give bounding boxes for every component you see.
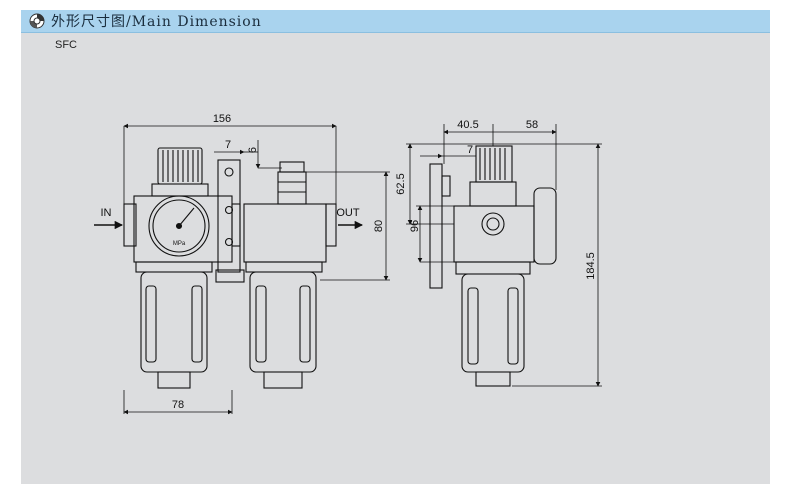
dim-80: 80	[373, 220, 385, 232]
model-label: SFC	[55, 39, 77, 51]
dimension-drawing: 156 78 7 6 80 40.5 58 7 62.5 96 184.5 IN…	[94, 113, 602, 415]
gauge-unit-label: MPa	[173, 241, 186, 247]
inlet-label: IN	[101, 207, 112, 219]
dim-7: 7	[225, 139, 231, 151]
side-view	[429, 145, 557, 387]
content-panel: 外形尺寸图/Main Dimension SFC	[21, 10, 770, 484]
dim-58: 58	[526, 119, 538, 131]
section-header: 外形尺寸图/Main Dimension	[21, 10, 770, 33]
dim-156: 156	[213, 113, 231, 125]
dim-side-7: 7	[467, 144, 473, 156]
dim-62-5: 62.5	[395, 173, 407, 194]
bullet-circle-icon	[29, 13, 45, 29]
dim-78: 78	[172, 399, 184, 411]
dim-96: 96	[409, 220, 421, 232]
section-title: 外形尺寸图/Main Dimension	[51, 14, 262, 30]
dim-184-5: 184.5	[585, 252, 597, 280]
outlet-label: OUT	[336, 207, 360, 219]
front-dimension-lines	[94, 123, 390, 415]
dim-40-5: 40.5	[457, 119, 478, 131]
side-dimension-lines	[406, 124, 602, 387]
dim-6: 6	[247, 147, 259, 153]
front-view	[123, 147, 337, 389]
dimension-labels: 156 78 7 6 80 40.5 58 7 62.5 96 184.5 IN…	[101, 113, 598, 411]
